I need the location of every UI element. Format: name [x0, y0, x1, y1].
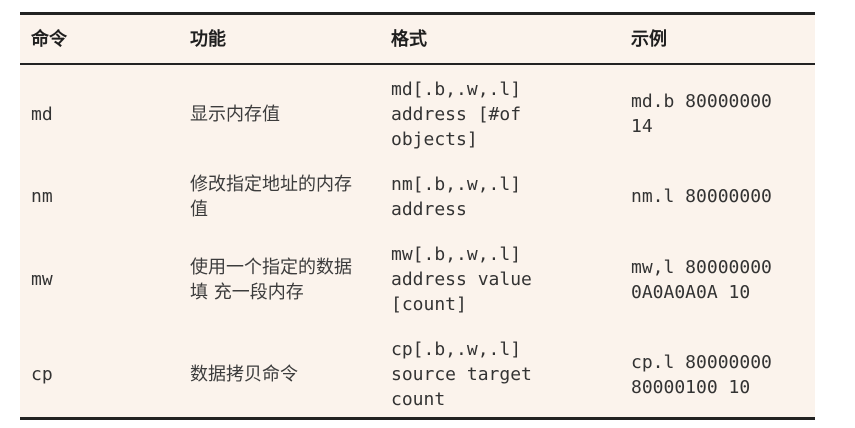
command-cell: nm	[31, 186, 53, 207]
format-line: address	[391, 199, 467, 220]
command-cell: cp	[31, 364, 53, 385]
command-cell: md	[31, 104, 53, 125]
example-line: 14	[631, 116, 653, 137]
format-line: count	[391, 389, 446, 410]
format-line: address [#of	[391, 104, 522, 125]
example-line: nm.l 80000000	[631, 186, 772, 207]
command-table: 命令 功能 格式 示例 md 显示内存值 md[.b,.w,.l] addres…	[20, 12, 815, 420]
function-line: 填 充一段内存	[190, 282, 304, 303]
format-cell: mw[.b,.w,.l] address value [count]	[391, 242, 532, 317]
example-cell: mw,l 80000000 0A0A0A0A 10	[631, 255, 772, 305]
function-line: 数据拷贝命令	[190, 364, 298, 385]
format-line: md[.b,.w,.l]	[391, 79, 522, 100]
format-line: nm[.b,.w,.l]	[391, 174, 522, 195]
table-header-row: 命令 功能 格式 示例	[20, 15, 815, 65]
format-line: cp[.b,.w,.l]	[391, 339, 522, 360]
function-cell: 修改指定地址的内存 值	[190, 172, 352, 222]
header-example: 示例	[631, 29, 667, 50]
example-line: cp.l 80000000	[631, 352, 772, 373]
header-function: 功能	[190, 29, 226, 50]
function-line: 修改指定地址的内存	[190, 174, 352, 195]
example-line: mw,l 80000000	[631, 257, 772, 278]
function-cell: 数据拷贝命令	[190, 362, 298, 387]
format-line: mw[.b,.w,.l]	[391, 244, 522, 265]
format-line: address value	[391, 269, 532, 290]
function-cell: 使用一个指定的数据 填 充一段内存	[190, 255, 352, 305]
example-cell: cp.l 80000000 80000100 10	[631, 350, 772, 400]
example-line: 0A0A0A0A 10	[631, 282, 751, 303]
example-line: md.b 80000000	[631, 91, 772, 112]
example-cell: nm.l 80000000	[631, 184, 772, 209]
format-cell: cp[.b,.w,.l] source target count	[391, 337, 532, 412]
example-line: 80000100 10	[631, 377, 751, 398]
format-line: source target	[391, 364, 532, 385]
function-line: 值	[190, 199, 208, 220]
format-cell: nm[.b,.w,.l] address	[391, 172, 521, 222]
header-format: 格式	[391, 29, 427, 50]
format-cell: md[.b,.w,.l] address [#of objects]	[391, 77, 521, 152]
format-line: [count]	[391, 294, 467, 315]
function-line: 使用一个指定的数据	[190, 257, 352, 278]
format-line: objects]	[391, 129, 478, 150]
function-line: 显示内存值	[190, 104, 280, 125]
example-cell: md.b 80000000 14	[631, 89, 772, 139]
header-command: 命令	[31, 29, 67, 50]
command-cell: mw	[31, 269, 53, 290]
function-cell: 显示内存值	[190, 102, 280, 127]
